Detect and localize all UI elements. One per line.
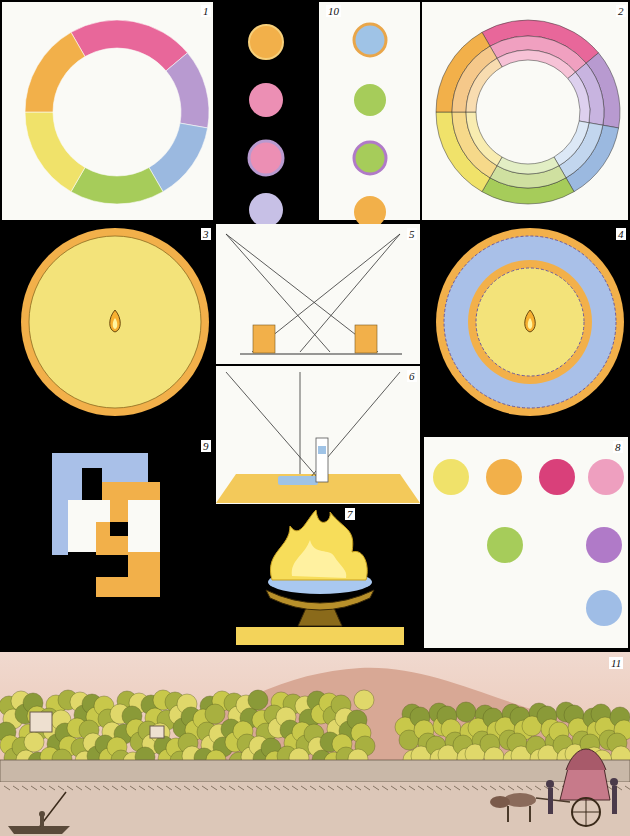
boat <box>8 792 70 834</box>
shadow-lines <box>226 372 400 478</box>
wheel-segment <box>149 123 208 192</box>
wheel-segment <box>466 112 502 166</box>
yellow-disc <box>21 228 209 416</box>
panel-two <box>422 2 628 220</box>
circle-column <box>354 24 386 228</box>
river-wall <box>0 760 630 782</box>
wheel-segment <box>497 157 559 174</box>
blue-mark <box>318 446 326 454</box>
orange-block <box>355 325 377 353</box>
sky <box>0 652 630 836</box>
burning-bowl <box>236 510 404 645</box>
wheel-segment <box>25 112 85 192</box>
callout-number: 2 <box>616 5 626 17</box>
callout-number: 1 <box>201 5 211 17</box>
callout-number: 11 <box>609 657 623 669</box>
orange-block <box>253 325 275 353</box>
overlapping-rects <box>52 453 160 597</box>
callout-number: 3 <box>201 228 211 240</box>
wheel-segment <box>466 58 502 112</box>
color-dots <box>433 459 624 626</box>
color-wheel <box>436 20 620 204</box>
wheel-segment <box>166 53 209 128</box>
callout-number: 8 <box>613 441 623 453</box>
callout-number: 10 <box>326 5 341 17</box>
hill <box>180 668 630 760</box>
circle-column <box>249 25 283 227</box>
panel-ten <box>319 2 420 220</box>
callout-number: 9 <box>201 440 211 452</box>
panel-six <box>216 366 420 504</box>
ox-cart <box>490 749 618 826</box>
wheel-segment <box>71 20 187 71</box>
callout-number: 4 <box>616 228 626 240</box>
river-bank <box>0 782 630 836</box>
wheel-segment <box>71 167 163 204</box>
callout-number: 7 <box>345 508 355 520</box>
sight-lines <box>226 234 402 354</box>
callout-number: 5 <box>407 228 417 240</box>
blue-shadow <box>278 476 318 485</box>
blue-ring-disc <box>436 228 624 416</box>
wheel-segment <box>554 121 589 166</box>
wheel-segment <box>568 72 590 123</box>
panel-one <box>2 2 213 220</box>
white-rod <box>316 438 328 482</box>
wheel-segment <box>497 50 575 79</box>
wheel-segment <box>25 32 85 112</box>
panel-five <box>216 224 420 364</box>
callout-number: 6 <box>407 370 417 382</box>
panel-eight <box>424 437 628 648</box>
ground-hatching <box>4 786 630 790</box>
color-wheel <box>25 20 209 204</box>
